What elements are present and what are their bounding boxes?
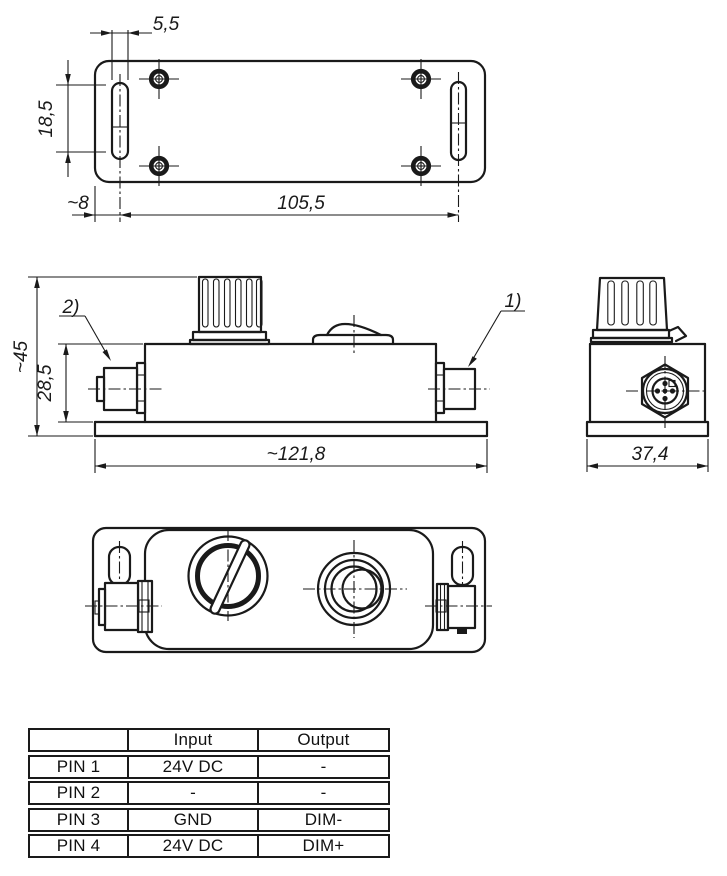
connector-pin <box>662 388 668 394</box>
connector-input-bottom <box>85 541 162 634</box>
pin-output-value: - <box>320 756 327 776</box>
dimension-slot-length: 18,5 <box>36 60 106 177</box>
screw-hole <box>401 59 441 99</box>
knob-front <box>188 275 271 346</box>
screw-hole <box>139 59 179 99</box>
dimension-total-height: ~45 <box>11 276 197 437</box>
pin-table-header-output: Output <box>297 730 350 749</box>
pin-input-value: 24V DC <box>129 756 259 777</box>
svg-text:~121,8: ~121,8 <box>267 444 326 465</box>
callout-input: 2) <box>59 297 111 361</box>
dimension-edge-and-spacing: ~8 105,5 <box>67 186 459 222</box>
m12-connector-face <box>626 356 704 428</box>
pin-output-value: DIM+ <box>302 836 345 856</box>
pin-table-header-blank <box>30 730 129 750</box>
knob-slot <box>209 539 251 615</box>
knob-bottom <box>187 529 269 621</box>
front-view: 2) 1) ~45 28,5 <box>11 275 525 473</box>
connector-nub <box>457 628 467 634</box>
base-plate-front <box>93 420 489 438</box>
pin-input-value: 24V DC <box>129 836 259 857</box>
pin-output-value: - <box>320 783 327 803</box>
pin-table-row: PIN 4 24V DC DIM+ <box>28 834 390 859</box>
connector-output-front <box>428 361 490 415</box>
svg-text:~45: ~45 <box>11 340 32 373</box>
mounting-plate-outline <box>93 59 487 184</box>
base-plate-bottom <box>91 526 487 654</box>
pin-label: PIN 1 <box>30 756 129 777</box>
callout-output: 1) <box>468 291 525 367</box>
pin-label: PIN 2 <box>30 783 129 804</box>
pin-output-value: DIM- <box>304 809 343 829</box>
housing-body-side <box>585 342 710 438</box>
base-plate-side <box>585 420 710 438</box>
switch-bottom <box>303 540 407 638</box>
connector-keyway <box>668 379 676 388</box>
svg-text:~8: ~8 <box>67 193 89 214</box>
housing-body-front <box>143 342 438 424</box>
pin-table-row: PIN 3 GND DIM- <box>28 807 390 832</box>
rocker-switch-front <box>311 315 395 356</box>
pin-input-value: GND <box>129 809 259 830</box>
pin-table: Input Output PIN 1 24V DC - PIN 2 - - PI… <box>28 728 390 859</box>
svg-text:1): 1) <box>505 291 522 312</box>
side-view: 37,4 <box>585 276 710 472</box>
svg-text:18,5: 18,5 <box>36 100 57 137</box>
connector-output-bottom <box>425 541 492 634</box>
dimension-body-height: 28,5 <box>35 343 143 423</box>
dimension-depth: 37,4 <box>586 439 709 472</box>
pin-table-header-row: Input Output <box>28 728 390 752</box>
svg-text:5,5: 5,5 <box>153 14 180 35</box>
mounting-slot-right <box>449 72 468 222</box>
knob-pointer-tab <box>667 325 688 343</box>
svg-text:2): 2) <box>62 297 80 318</box>
pin-table-row: PIN 1 24V DC - <box>28 754 390 779</box>
pin-label: PIN 3 <box>30 809 129 830</box>
pin-table-row: PIN 2 - - <box>28 781 390 806</box>
svg-text:28,5: 28,5 <box>35 364 56 402</box>
pin-input-value: - <box>129 783 259 804</box>
screw-holes <box>139 59 441 186</box>
pin-label: PIN 4 <box>30 836 129 857</box>
svg-text:37,4: 37,4 <box>632 444 669 465</box>
connector-input-front <box>88 361 162 415</box>
dimension-total-width: ~121,8 <box>94 439 488 473</box>
dimension-slot-width: 5,5 <box>90 14 180 80</box>
knob-side <box>589 276 688 344</box>
screw-hole <box>401 146 441 186</box>
mounting-slot-left <box>110 74 130 222</box>
screw-hole <box>139 146 179 186</box>
top-view: 5,5 18,5 ~8 105,5 <box>36 14 487 222</box>
bottom-view <box>85 526 492 654</box>
svg-text:105,5: 105,5 <box>277 193 325 214</box>
pin-table-header-input: Input <box>129 730 259 750</box>
